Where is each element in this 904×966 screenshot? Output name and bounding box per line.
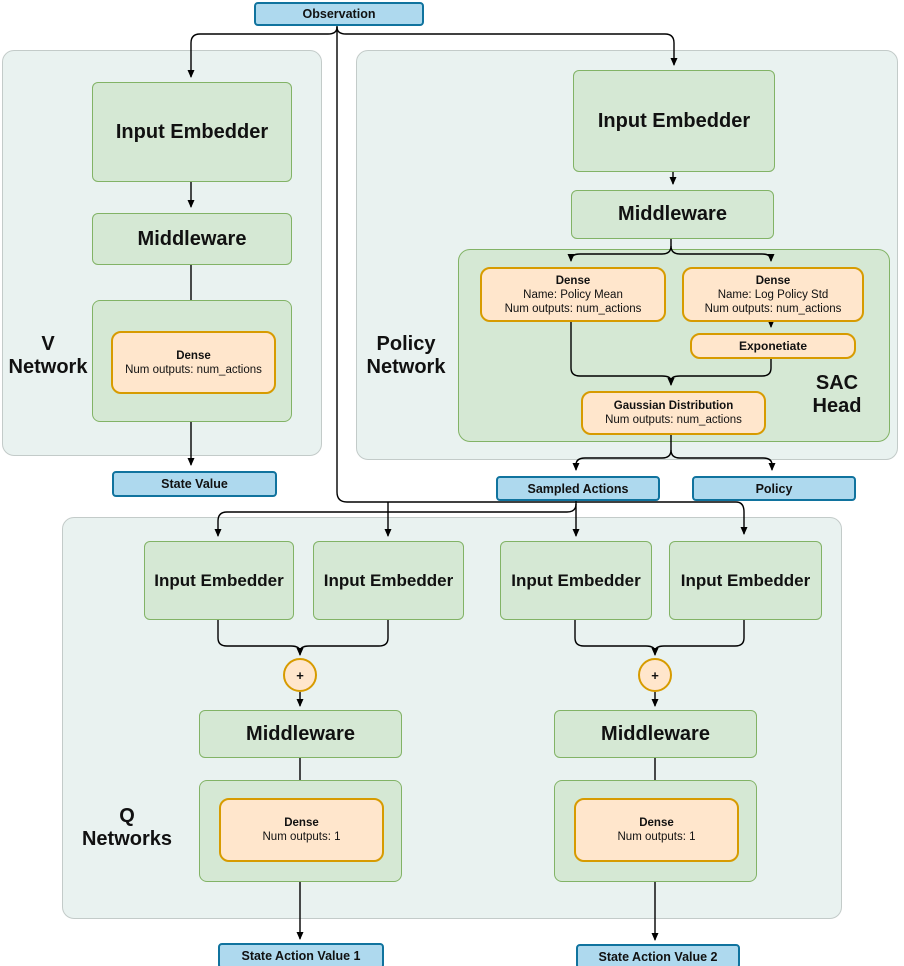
q1-middleware-node: Middleware: [199, 710, 402, 758]
v-middleware-node: Middleware: [92, 213, 292, 265]
q2-input-embedder-1-node: Input Embedder: [500, 541, 652, 620]
q1-input-embedder-1-node: Input Embedder: [144, 541, 294, 620]
q1-input-embedder-2-node: Input Embedder: [313, 541, 464, 620]
q-networks-label: Q Networks: [81, 805, 173, 850]
v-network-label: V Network: [8, 333, 88, 378]
v-dense-node: Dense Num outputs: num_actions: [111, 331, 276, 394]
policy-output-node: Policy: [692, 476, 856, 501]
q2-input-embedder-2-node: Input Embedder: [669, 541, 822, 620]
q1-sum-node: +: [283, 658, 317, 692]
dense-policy-mean-node: Dense Name: Policy Mean Num outputs: num…: [480, 267, 666, 322]
state-value-node: State Value: [112, 471, 277, 497]
sampled-actions-node: Sampled Actions: [496, 476, 660, 501]
state-action-value-2-node: State Action Value 2: [576, 944, 740, 966]
q2-dense-node: Dense Num outputs: 1: [574, 798, 739, 862]
q1-dense-node: Dense Num outputs: 1: [219, 798, 384, 862]
state-action-value-1-node: State Action Value 1: [218, 943, 384, 966]
policy-network-label: Policy Network: [366, 333, 446, 378]
observation-node: Observation: [254, 2, 424, 26]
q2-middleware-node: Middleware: [554, 710, 757, 758]
v-input-embedder-node: Input Embedder: [92, 82, 292, 182]
policy-middleware-node: Middleware: [571, 190, 774, 239]
sac-head-label: SAC Head: [812, 372, 862, 417]
q2-sum-node: +: [638, 658, 672, 692]
policy-input-embedder-node: Input Embedder: [573, 70, 775, 172]
dense-log-policy-std-node: Dense Name: Log Policy Std Num outputs: …: [682, 267, 864, 322]
gaussian-distribution-node: Gaussian Distribution Num outputs: num_a…: [581, 391, 766, 435]
exponentiate-node: Exponetiate: [690, 333, 856, 359]
